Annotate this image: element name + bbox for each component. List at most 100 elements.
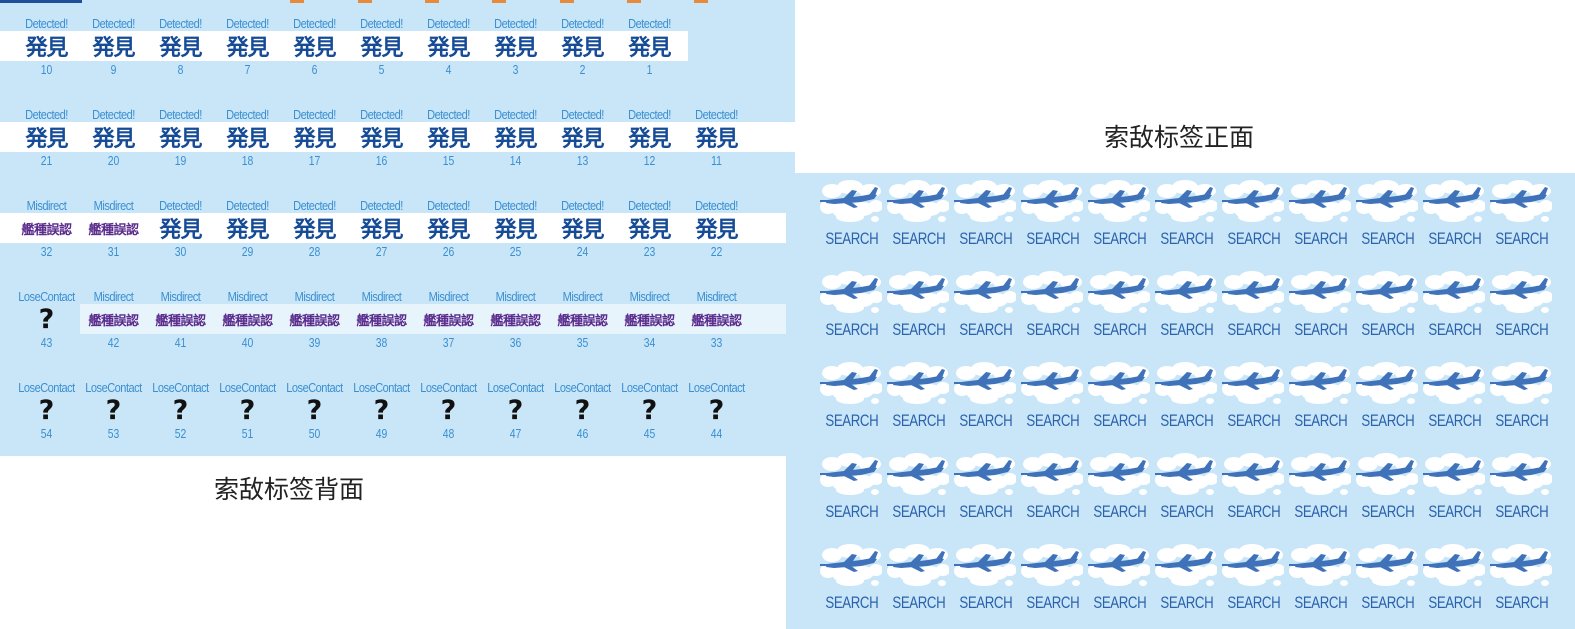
result-symbol: 発見 [92, 35, 135, 60]
search-text: SEARCH [1160, 593, 1214, 612]
search-label-front: SEARCH [818, 537, 885, 628]
search-text: SEARCH [825, 320, 879, 339]
result-label-text: Detected! [25, 107, 68, 122]
airplane-over-clouds-icon [1423, 453, 1485, 495]
search-text: SEARCH [1227, 229, 1281, 248]
search-text: SEARCH [825, 411, 879, 430]
label-number: 14 [509, 153, 522, 168]
result-label-text: Detected! [159, 107, 202, 122]
result-symbol: 発見 [695, 217, 738, 242]
airplane-over-clouds-icon [954, 362, 1016, 404]
search-label-front: SEARCH [818, 446, 885, 537]
search-text: SEARCH [1026, 411, 1080, 430]
label-number: 51 [241, 426, 254, 441]
result-label-text: LoseContact [621, 380, 678, 395]
top-tick [694, 0, 708, 3]
result-label-text: Detected! [427, 107, 470, 122]
search-text: SEARCH [1160, 320, 1214, 339]
search-label-back-lose: LoseContact?54 [13, 364, 80, 455]
result-symbol: 発見 [561, 217, 604, 242]
label-number: 6 [311, 62, 318, 77]
result-symbol: 発見 [159, 126, 202, 151]
search-text: SEARCH [1495, 229, 1549, 248]
result-label-text: Misdirect [294, 289, 335, 304]
label-number: 29 [241, 244, 254, 259]
label-number: 10 [40, 62, 53, 77]
search-text: SEARCH [892, 593, 946, 612]
label-number: 27 [375, 244, 388, 259]
search-label-back-lose: LoseContact?52 [147, 364, 214, 455]
result-symbol: 艦種誤認 [423, 312, 474, 328]
result-symbol: 発見 [226, 126, 269, 151]
search-label-back-lose: LoseContact?45 [616, 364, 683, 455]
result-symbol: 発見 [360, 126, 403, 151]
airplane-over-clouds-icon [1088, 362, 1150, 404]
search-label-front: SEARCH [1220, 355, 1287, 446]
label-number: 34 [643, 335, 656, 350]
label-number: 35 [576, 335, 589, 350]
search-text: SEARCH [1428, 229, 1482, 248]
result-label-text: Detected! [628, 107, 671, 122]
search-text: SEARCH [1227, 320, 1281, 339]
airplane-over-clouds-icon [1155, 544, 1217, 586]
result-symbol: 発見 [427, 35, 470, 60]
airplane-over-clouds-icon [1289, 362, 1351, 404]
search-label-front: SEARCH [952, 355, 1019, 446]
search-text: SEARCH [825, 502, 879, 521]
search-text: SEARCH [1026, 502, 1080, 521]
question-mark-icon: ? [306, 394, 323, 426]
search-text: SEARCH [1428, 411, 1482, 430]
search-label-back-lose: LoseContact?48 [415, 364, 482, 455]
row-highlight-band [0, 31, 688, 61]
airplane-over-clouds-icon [1490, 271, 1552, 313]
search-label-front: SEARCH [818, 264, 885, 355]
search-label-front: SEARCH [1086, 355, 1153, 446]
back-sheet-caption: 索敌标签背面 [214, 475, 365, 504]
result-label-text: Misdirect [93, 289, 134, 304]
label-number: 20 [107, 153, 120, 168]
label-number: 31 [107, 244, 120, 259]
airplane-over-clouds-icon [1021, 362, 1083, 404]
search-text: SEARCH [1294, 320, 1348, 339]
search-label-front: SEARCH [1354, 355, 1421, 446]
search-label-front: SEARCH [1086, 173, 1153, 264]
search-text: SEARCH [1495, 411, 1549, 430]
label-number: 44 [710, 426, 723, 441]
label-number: 39 [308, 335, 321, 350]
result-label-text: Detected! [226, 107, 269, 122]
search-label-back-lose: LoseContact?46 [549, 364, 616, 455]
result-label-text: LoseContact [353, 380, 410, 395]
result-symbol: 艦種誤認 [624, 312, 675, 328]
airplane-over-clouds-icon [1021, 180, 1083, 222]
search-text: SEARCH [1361, 411, 1415, 430]
result-symbol: 発見 [92, 126, 135, 151]
label-number: 45 [643, 426, 656, 441]
search-label-back-lose: LoseContact?44 [683, 364, 750, 455]
search-text: SEARCH [1294, 593, 1348, 612]
airplane-over-clouds-icon [1356, 362, 1418, 404]
result-label-text: Detected! [427, 198, 470, 213]
search-text: SEARCH [1160, 229, 1214, 248]
result-label-text: Detected! [561, 198, 604, 213]
label-number: 5 [378, 62, 385, 77]
airplane-over-clouds-icon [954, 453, 1016, 495]
result-label-text: LoseContact [286, 380, 343, 395]
result-symbol: 発見 [628, 35, 671, 60]
result-symbol: 艦種誤認 [356, 312, 407, 328]
search-text: SEARCH [1093, 320, 1147, 339]
